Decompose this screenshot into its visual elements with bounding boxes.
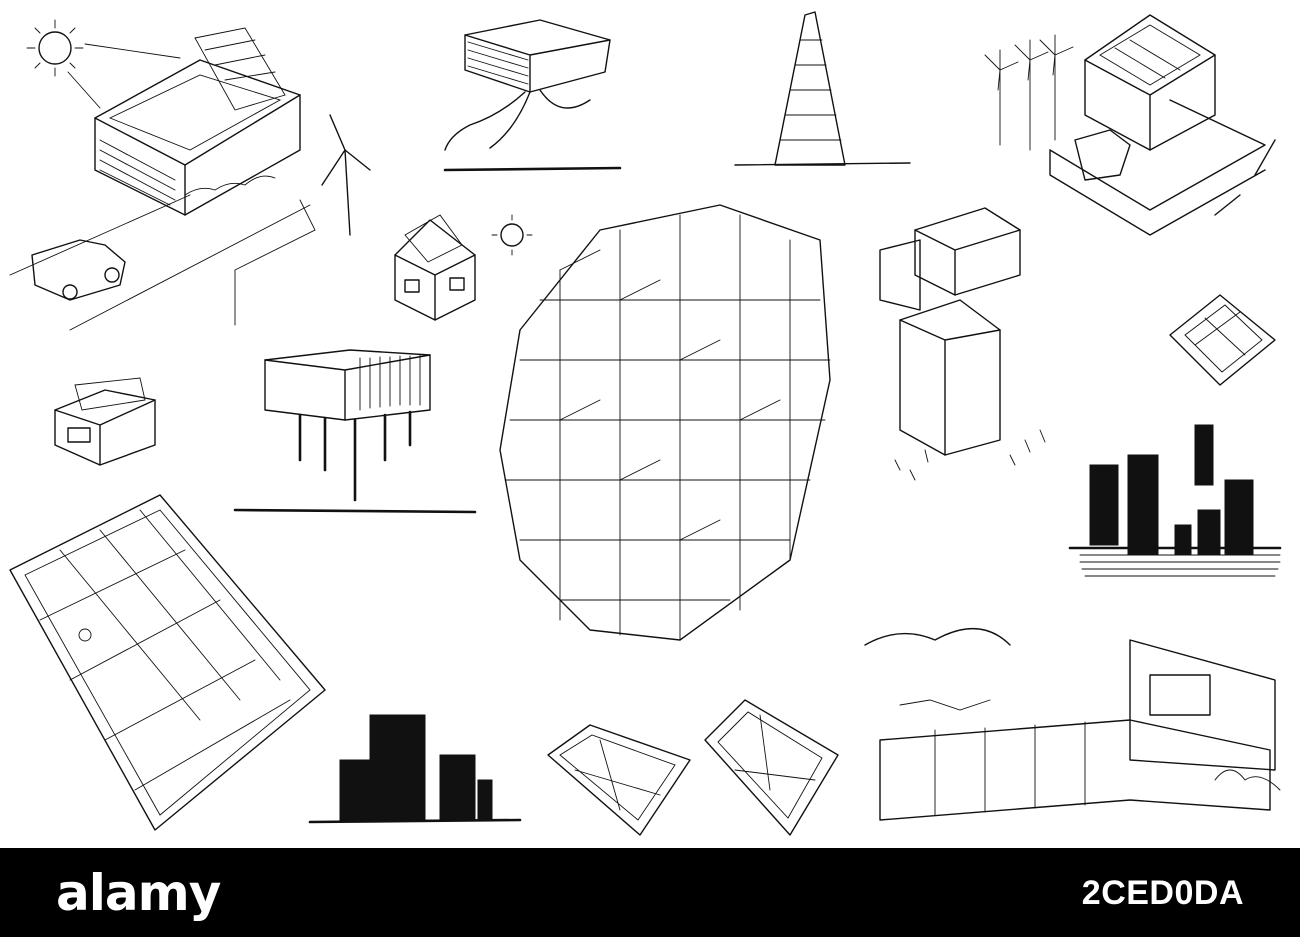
sketch-sheet: [9, 11, 1282, 836]
flat-roof-house-icon: [54, 377, 156, 466]
eco-house-icon: [984, 14, 1276, 236]
city-towers-icon: [1068, 424, 1282, 577]
sun-icon: [491, 214, 533, 256]
pavilion-icon: [864, 628, 1281, 821]
solar-house-icon: [9, 19, 316, 331]
stacked-tower-icon: [879, 207, 1046, 481]
building-block-icon: [308, 714, 522, 824]
wind-turbine-icon: [321, 114, 371, 236]
skyscraper-icon: [734, 11, 911, 166]
container-house-icon: [233, 349, 477, 514]
small-plan-icon: [547, 699, 839, 836]
small-plan-icon: [1169, 294, 1276, 386]
alamy-logo: alamy: [56, 864, 221, 922]
image-id-label: 2CED0DA: [1081, 873, 1244, 912]
floating-building-icon: [443, 19, 622, 172]
sketch-drawing: [9, 11, 1282, 836]
cube-cluster-icon: [499, 204, 831, 641]
floor-plan-icon: [9, 494, 326, 831]
small-solar-house-icon: [394, 214, 476, 321]
watermark-bar: alamy 2CED0DA: [0, 848, 1300, 937]
